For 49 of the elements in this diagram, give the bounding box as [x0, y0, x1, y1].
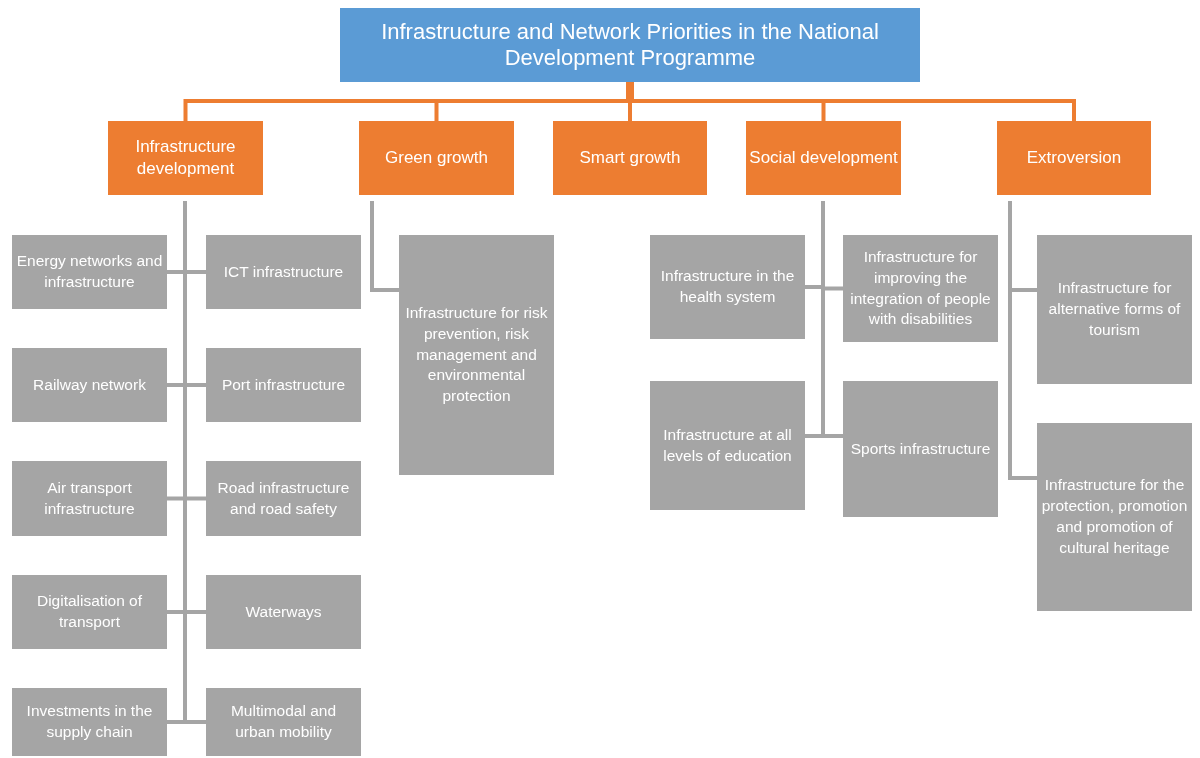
node-label: Waterways	[245, 601, 322, 622]
node-label: Infrastructure for alternative forms of tourism	[1047, 278, 1182, 340]
node-label: Air transport infrastructure	[43, 477, 136, 519]
category-box	[997, 121, 1151, 195]
node-label: Multimodal and urban mobility	[229, 701, 338, 742]
node-label: Infrastructure for improving the integration of people with disabilities	[849, 246, 992, 330]
node-label: Infrastructure for risk prevention, risk management and environmental protection	[404, 302, 549, 407]
category-box	[553, 121, 707, 195]
item-box	[12, 461, 167, 536]
node-label: Road infrastructure and road safety	[216, 477, 351, 519]
item-box	[12, 235, 167, 309]
node-label: ICT infrastructure	[223, 261, 344, 282]
item-box	[399, 235, 554, 475]
node-label: Energy networks and infrastructure	[15, 251, 164, 292]
item-box	[206, 688, 361, 756]
node-label: Railway network	[33, 374, 146, 395]
node-label: Infrastructure at all levels of education	[662, 424, 793, 466]
node-label: Infrastructure and Network Priorities in the National Development Programme	[380, 18, 880, 72]
node-label: Infrastructure in the health system	[659, 266, 796, 307]
node-label: Infrastructure development	[134, 135, 237, 180]
item-box	[206, 348, 361, 422]
node-label: Smart growth	[579, 146, 681, 169]
connector-line	[370, 201, 399, 292]
item-box	[843, 381, 998, 517]
category-box	[359, 121, 514, 195]
item-box	[843, 235, 998, 342]
item-box	[1037, 235, 1192, 384]
item-box	[1037, 423, 1192, 611]
category-box	[746, 121, 901, 195]
item-box	[650, 235, 805, 339]
node-label: Sports infrastructure	[850, 438, 991, 459]
node-label: Investments in the supply chain	[25, 701, 154, 742]
item-box	[650, 381, 805, 510]
item-box	[12, 348, 167, 422]
item-box	[12, 575, 167, 649]
title-box	[340, 8, 920, 82]
category-box	[108, 121, 263, 195]
node-label: Green growth	[385, 146, 488, 169]
node-label: Port infrastructure	[221, 374, 346, 395]
node-label: Extroversion	[1026, 146, 1122, 169]
node-label: Digitalisation of transport	[35, 591, 144, 632]
connector-line	[1008, 201, 1037, 480]
item-box	[206, 575, 361, 649]
item-box	[206, 461, 361, 536]
item-box	[206, 235, 361, 309]
item-box	[12, 688, 167, 756]
node-label: Infrastructure for the protection, promotion and promotion of cultural heritage	[1040, 475, 1189, 558]
connector-line	[183, 201, 206, 724]
node-label: Social development	[749, 146, 898, 169]
